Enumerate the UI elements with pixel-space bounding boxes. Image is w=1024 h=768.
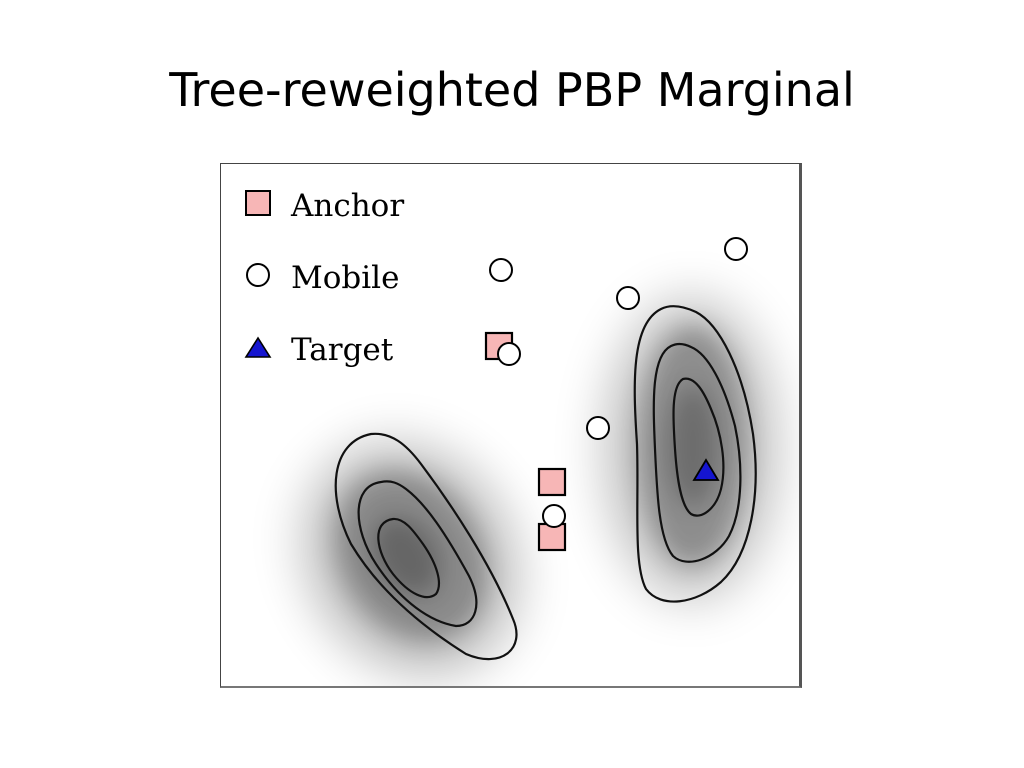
legend: Anchor Mobile Target — [244, 188, 404, 368]
blue-triangle-icon — [244, 336, 272, 358]
mobile-marker — [542, 504, 566, 528]
density-left — [305, 444, 517, 674]
mobile-marker — [724, 237, 748, 261]
target-marker — [692, 458, 720, 481]
mobile-marker — [489, 258, 513, 282]
pink-square-icon — [245, 190, 271, 216]
contour-right-inner — [672, 377, 725, 517]
contours-left — [334, 432, 518, 661]
mobile-marker — [497, 342, 521, 366]
mobile-marker — [586, 416, 610, 440]
marginal-plot: Anchor Mobile Target — [244, 188, 776, 674]
contour-right-middle — [652, 342, 742, 563]
density-right — [606, 299, 776, 599]
contour-left-outer — [334, 432, 518, 661]
slide-title: Tree-reweighted PBP Marginal — [169, 63, 855, 117]
mobiles — [489, 237, 748, 528]
contours-right — [633, 305, 757, 603]
anchors — [484, 331, 567, 552]
contour-right-outer — [633, 305, 757, 603]
anchor-marker — [537, 522, 567, 552]
legend-label-anchor: Anchor — [290, 188, 404, 224]
contour-left-middle — [357, 480, 478, 628]
marginal-figure: Anchor Mobile Target — [220, 163, 802, 688]
contour-left-inner — [377, 517, 440, 599]
legend-label-target: Target — [291, 332, 394, 368]
white-circle-icon — [246, 263, 270, 287]
anchor-marker — [537, 467, 567, 497]
legend-label-mobile: Mobile — [291, 260, 399, 296]
mobile-marker — [616, 286, 640, 310]
